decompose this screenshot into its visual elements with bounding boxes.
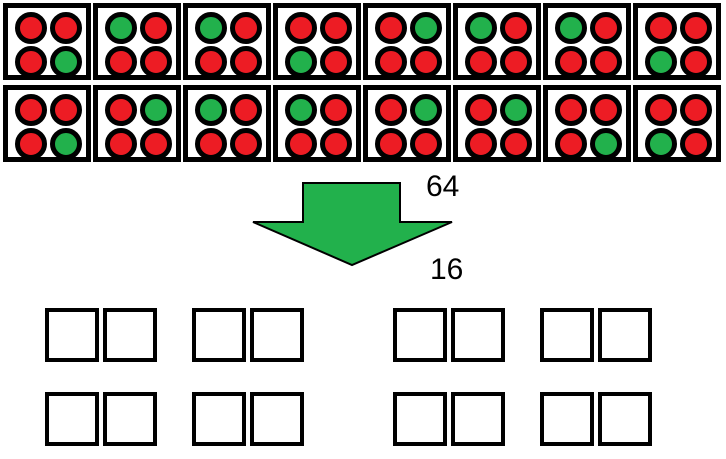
green-light-icon (645, 46, 677, 78)
red-light-icon (555, 128, 587, 160)
empty-slot (45, 392, 99, 446)
light-card (363, 85, 451, 162)
red-light-icon (375, 46, 407, 78)
red-light-icon (590, 46, 622, 78)
red-light-icon (320, 12, 352, 44)
light-card (183, 85, 271, 162)
empty-slot (451, 308, 505, 362)
count-label-bottom: 16 (430, 253, 464, 286)
empty-slot (393, 392, 447, 446)
red-light-icon (375, 128, 407, 160)
empty-slot (540, 308, 594, 362)
red-light-icon (555, 46, 587, 78)
green-light-icon (500, 94, 532, 126)
red-light-icon (15, 12, 47, 44)
red-light-icon (320, 128, 352, 160)
light-card (363, 3, 451, 80)
red-light-icon (105, 128, 137, 160)
green-light-icon (50, 46, 82, 78)
light-card (453, 85, 541, 162)
red-light-icon (105, 46, 137, 78)
red-light-icon (645, 94, 677, 126)
light-card (3, 85, 91, 162)
green-light-icon (50, 128, 82, 160)
empty-slot (250, 308, 304, 362)
light-card (273, 3, 361, 80)
green-light-icon (195, 94, 227, 126)
red-light-icon (320, 94, 352, 126)
red-light-icon (500, 128, 532, 160)
red-light-icon (285, 128, 317, 160)
red-light-icon (140, 46, 172, 78)
green-light-icon (285, 94, 317, 126)
green-light-icon (140, 94, 172, 126)
red-light-icon (230, 128, 262, 160)
red-light-icon (195, 46, 227, 78)
light-card (543, 85, 631, 162)
red-light-icon (15, 94, 47, 126)
green-light-icon (590, 128, 622, 160)
light-card (183, 3, 271, 80)
red-light-icon (645, 12, 677, 44)
red-light-icon (500, 46, 532, 78)
light-card (93, 3, 181, 80)
empty-slot (45, 308, 99, 362)
red-light-icon (140, 128, 172, 160)
red-light-icon (230, 46, 262, 78)
red-light-icon (465, 128, 497, 160)
red-light-icon (555, 94, 587, 126)
green-light-icon (555, 12, 587, 44)
empty-slot (540, 392, 594, 446)
red-light-icon (140, 12, 172, 44)
green-light-icon (285, 46, 317, 78)
red-light-icon (15, 128, 47, 160)
empty-slot (250, 392, 304, 446)
green-light-icon (465, 12, 497, 44)
red-light-icon (410, 46, 442, 78)
empty-slot (598, 392, 652, 446)
red-light-icon (230, 94, 262, 126)
light-card (453, 3, 541, 80)
green-light-icon (195, 12, 227, 44)
green-light-icon (410, 12, 442, 44)
red-light-icon (590, 94, 622, 126)
empty-slot (598, 308, 652, 362)
red-light-icon (375, 12, 407, 44)
red-light-icon (590, 12, 622, 44)
red-light-icon (410, 128, 442, 160)
red-light-icon (375, 94, 407, 126)
red-light-icon (50, 94, 82, 126)
red-light-icon (230, 12, 262, 44)
red-light-icon (500, 12, 532, 44)
red-light-icon (680, 12, 712, 44)
light-card (273, 85, 361, 162)
green-light-icon (645, 128, 677, 160)
red-light-icon (285, 12, 317, 44)
red-light-icon (680, 46, 712, 78)
red-light-icon (680, 94, 712, 126)
empty-slot (192, 308, 246, 362)
empty-slot (103, 308, 157, 362)
empty-slot (103, 392, 157, 446)
red-light-icon (195, 128, 227, 160)
light-card (633, 3, 721, 80)
empty-slot (393, 308, 447, 362)
empty-slot (451, 392, 505, 446)
red-light-icon (15, 46, 47, 78)
red-light-icon (465, 94, 497, 126)
red-light-icon (320, 46, 352, 78)
red-light-icon (105, 94, 137, 126)
red-light-icon (50, 12, 82, 44)
light-card (3, 3, 91, 80)
green-light-icon (410, 94, 442, 126)
light-card (93, 85, 181, 162)
count-label-top: 64 (426, 170, 460, 203)
empty-slot (192, 392, 246, 446)
light-card (543, 3, 631, 80)
green-light-icon (105, 12, 137, 44)
light-card (633, 85, 721, 162)
red-light-icon (680, 128, 712, 160)
red-light-icon (465, 46, 497, 78)
